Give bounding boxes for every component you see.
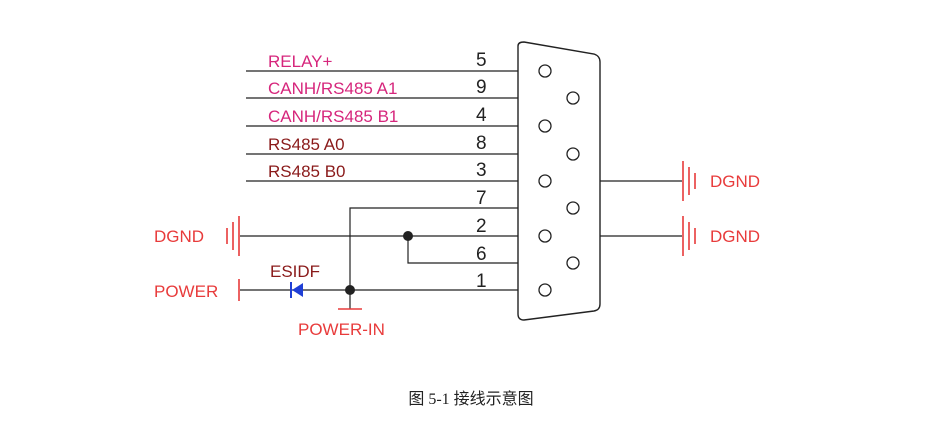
pin6-wire xyxy=(407,236,518,264)
pin-number-1: 1 xyxy=(476,271,487,292)
connector-pin-7 xyxy=(566,201,580,215)
left-ground-icon xyxy=(226,216,240,256)
right-ground-label-upper: DGND xyxy=(710,172,760,191)
pin-number-4: 4 xyxy=(476,105,487,126)
diode-icon xyxy=(290,282,303,298)
left-ground-label: DGND xyxy=(154,227,204,246)
power-in-symbol xyxy=(338,290,362,310)
pin-number-8: 8 xyxy=(476,133,487,154)
right-ground-label-lower: DGND xyxy=(710,227,760,246)
pin-number-2: 2 xyxy=(476,216,487,237)
pin-number-6: 6 xyxy=(476,244,487,265)
connector-pin-6 xyxy=(566,256,580,270)
connector-pin-5 xyxy=(538,64,552,78)
figure-caption: 图 5-1 接线示意图 xyxy=(408,391,534,408)
signal-wires xyxy=(246,70,518,182)
right-ground-icon-upper xyxy=(682,161,696,201)
diode-label: ESIDF xyxy=(270,262,320,281)
pin-number-5: 5 xyxy=(476,50,487,71)
signal-label-rs485-a0: RS485 A0 xyxy=(268,135,345,154)
signal-label-relay: RELAY+ xyxy=(268,52,332,71)
connector-pins xyxy=(538,64,580,297)
pin-number-9: 9 xyxy=(476,77,487,98)
signal-label-canh-b1: CANH/RS485 B1 xyxy=(268,107,398,126)
signal-label-canh-a1: CANH/RS485 A1 xyxy=(268,79,397,98)
power-in-label: POWER-IN xyxy=(298,320,385,339)
connector-pin-4 xyxy=(538,119,552,133)
pin-number-7: 7 xyxy=(476,188,487,209)
signal-label-rs485-b0: RS485 B0 xyxy=(268,162,346,181)
pin-number-3: 3 xyxy=(476,160,487,181)
connector-pin-1 xyxy=(538,283,552,297)
connector-pin-8 xyxy=(566,147,580,161)
connector-pin-2 xyxy=(538,229,552,243)
right-ground-wires xyxy=(600,180,682,237)
power-label: POWER xyxy=(154,282,218,301)
pin7-wire xyxy=(349,207,518,290)
connector-pin-3 xyxy=(538,174,552,188)
right-ground-icon-lower xyxy=(682,216,696,256)
db9-connector-shell xyxy=(517,41,601,321)
connector-pin-9 xyxy=(566,91,580,105)
